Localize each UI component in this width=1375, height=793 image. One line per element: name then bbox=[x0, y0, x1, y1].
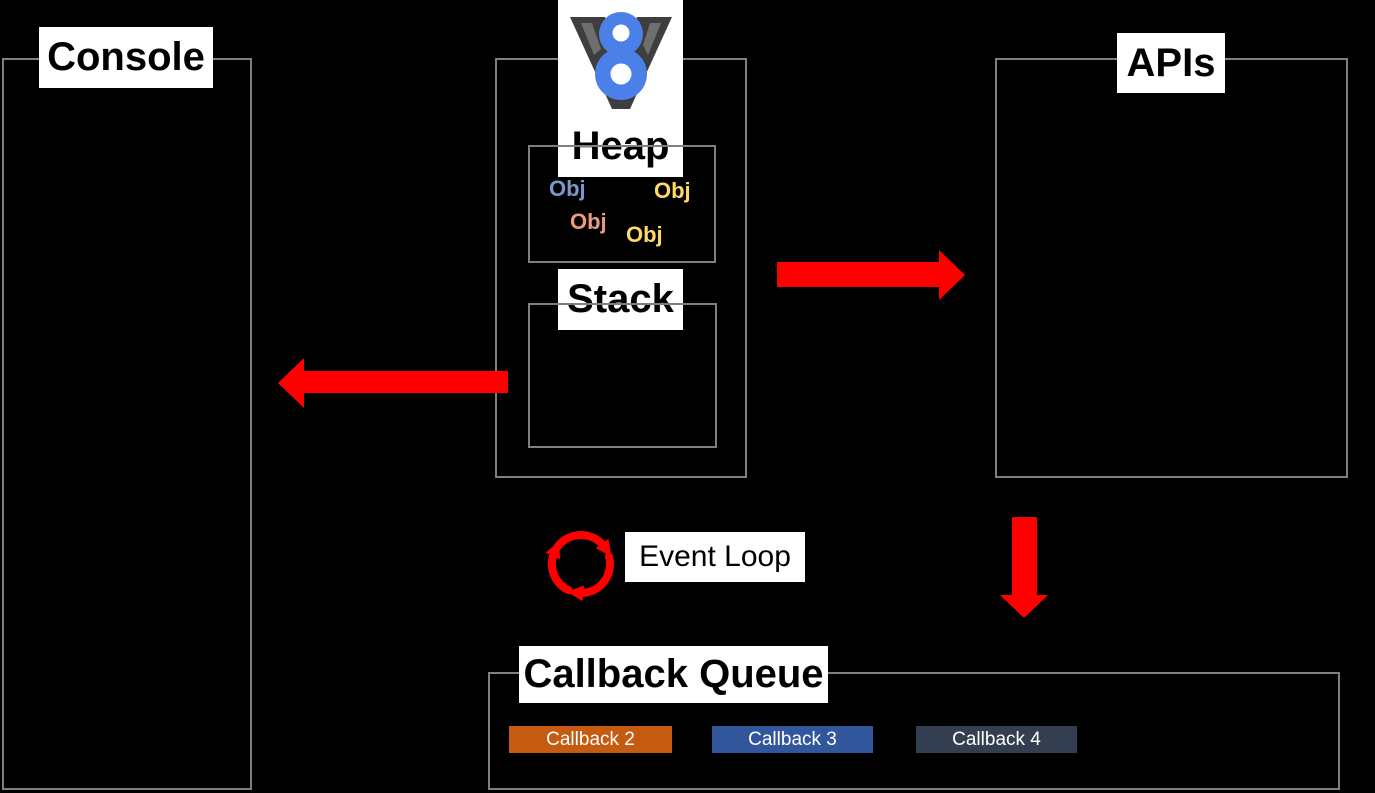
callback-chip: Callback 3 bbox=[712, 726, 873, 753]
event-loop-circular-arrows-icon bbox=[545, 531, 614, 602]
heap-object: Obj bbox=[570, 209, 607, 234]
console-title: Console bbox=[39, 27, 213, 88]
v8-logo-panel bbox=[558, 0, 683, 120]
apis-panel bbox=[995, 58, 1348, 478]
callback-queue-panel bbox=[488, 672, 1340, 790]
heap-object: Obj bbox=[654, 178, 691, 203]
v8-logo-icon bbox=[569, 12, 672, 109]
stack-title: Stack bbox=[558, 269, 683, 330]
heap-object: Obj bbox=[549, 176, 586, 201]
apis-title: APIs bbox=[1117, 33, 1225, 93]
console-panel bbox=[2, 58, 252, 790]
callback-chip: Callback 4 bbox=[916, 726, 1077, 753]
heap-panel bbox=[528, 145, 716, 263]
callback-queue-title: Callback Queue bbox=[519, 646, 828, 703]
stack-panel bbox=[528, 303, 717, 448]
callback-chip: Callback 2 bbox=[509, 726, 672, 753]
event-loop-title: Event Loop bbox=[625, 532, 805, 582]
heap-object: Obj bbox=[626, 222, 663, 247]
